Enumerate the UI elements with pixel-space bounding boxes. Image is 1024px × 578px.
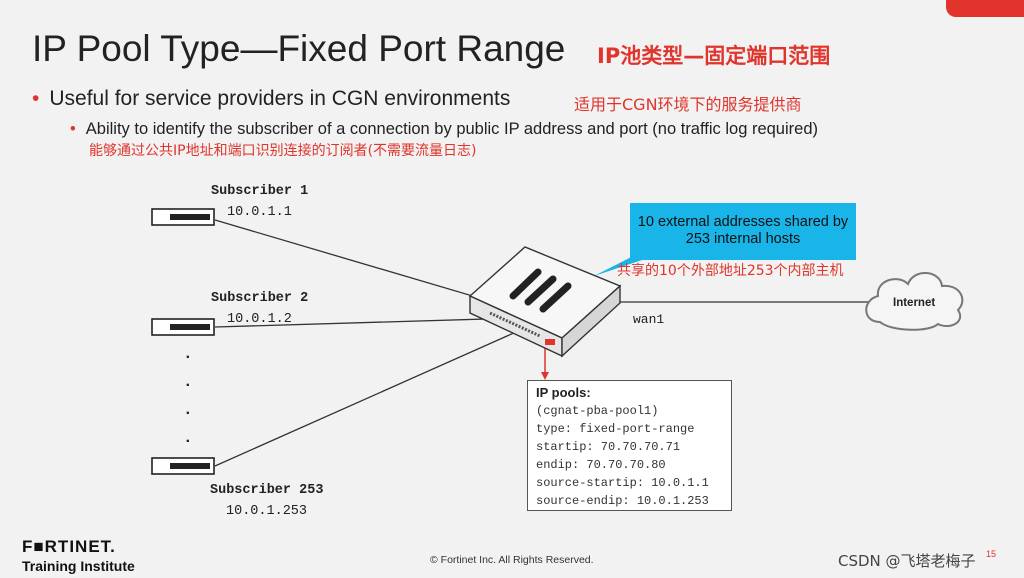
callout-cn: 共享的10个外部地址253个内部主机 [617,263,844,279]
ip-pool-line: startip: 70.70.70.71 [536,440,681,454]
ip-pools-title: IP pools: [536,385,591,400]
fortigate-device-icon [468,246,622,358]
fortinet-logo: F■RTINET. [22,537,116,556]
page-title: IP Pool Type—Fixed Port Range [32,28,566,69]
link-subscriber253 [214,327,526,467]
link-subscriber1 [214,219,521,311]
ellipsis-dot: . [183,373,193,391]
link-subscriber2 [214,317,521,328]
callout-box: 10 external addresses shared by 253 inte… [630,203,856,260]
subscriber2-device-icon [151,318,215,336]
internet-cloud-icon [865,272,964,331]
ip-pool-line: source-endip: 10.0.1.253 [536,494,709,508]
bullet2-text: Ability to identify the subscriber of a … [85,120,818,138]
ip-pool-line: endip: 70.70.70.80 [536,458,666,472]
copyright-footer: © Fortinet Inc. All Rights Reserved. [430,554,594,566]
wan1-label: wan1 [633,312,665,327]
bullet-dot: • [70,120,76,138]
ellipsis-dot: . [183,345,193,363]
page-number: 15 [986,549,997,559]
ip-pool-line: (cgnat-pba-pool1) [536,404,659,418]
csdn-watermark: CSDN @飞塔老梅子 [838,552,976,570]
bullet-dot: • [32,87,40,110]
subscriber253-ip: 10.0.1.253 [226,504,308,519]
subscriber1-name: Subscriber 1 [211,184,309,199]
bullet-level1: • Useful for service providers in CGN env… [32,87,510,111]
page-title-cn: IP池类型—固定端口范围 [597,44,831,68]
ip-pool-line: source-startip: 10.0.1.1 [536,476,709,490]
pool-arrow-head [541,372,549,380]
subscriber1-ip: 10.0.1.1 [227,205,292,220]
subscriber2-name: Subscriber 2 [211,291,309,306]
subscriber253-name: Subscriber 253 [210,483,324,498]
logo-subtitle: Training Institute [22,558,135,574]
ip-pool-line: type: fixed-port-range [536,422,695,436]
bullet1-text: Useful for service providers in CGN envi… [49,87,511,110]
ip-pools-box: IP pools: (cgnat-pba-pool1) type: fixed-… [527,380,732,511]
subscriber2-ip: 10.0.1.2 [227,312,292,327]
subscriber253-device-icon [151,457,215,475]
corner-accent-tab [946,0,1024,17]
ellipsis-dot: . [183,429,193,447]
internet-label: Internet [893,297,936,309]
bullet-level2: • Ability to identify the subscriber of a… [70,120,818,139]
bullet1-cn: 适用于CGN环境下的服务提供商 [574,95,802,114]
bullet2-cn: 能够通过公共IP地址和端口识别连接的订阅者(不需要流量日志) [89,143,477,159]
ellipsis-dot: . [183,401,193,419]
subscriber1-device-icon [151,208,215,226]
